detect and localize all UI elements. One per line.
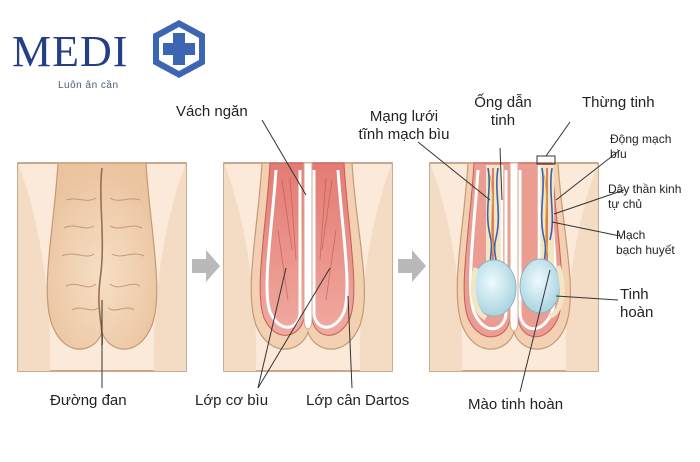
label-tinh-hoan-line1: Tinh [620,286,649,303]
label-thung-tinh: Thừng tinh [582,94,655,111]
label-tinh-hoan-line2: hoàn [620,304,654,321]
label-dong-mach-line1: Động mạch [610,132,672,146]
label-ong-dan-line2: tinh [490,112,516,129]
label-mao-tinh-hoan: Mào tinh hoàn [468,396,564,413]
label-lop-co-biu: Lớp cơ bìu [195,392,269,409]
label-mang-luoi-tinh-mach-biu: Mạng lưới tĩnh mạch bìu [348,108,460,144]
logo-wordmark: MEDI [12,27,129,76]
label-mach-line1: Mạch [616,228,646,242]
medical-cross-icon [153,20,205,78]
label-tinh-hoan: Tinh hoàn [620,286,653,322]
label-dong-mach-biu: Động mạch bìu [610,132,671,162]
arrow-right-icon [398,250,426,282]
arrow-right-icon [192,250,220,282]
leader-lines [101,119,625,393]
logo-tagline: Luôn ân cần [58,80,119,91]
panel-muscle-layer [223,162,393,372]
medi-logo: MEDI Luôn ân cần [12,14,212,94]
label-vach-ngan: Vách ngăn [176,103,248,120]
label-duong-dan: Đường đan [50,392,127,409]
label-mach-line2: bạch huyết [616,243,675,257]
label-ong-dan-tinh: Ống dẫn tinh [468,94,538,130]
label-mach-bach-huyet: Mạch bạch huyết [616,228,675,258]
label-lop-can-dartos: Lớp cân Dartos [306,392,410,409]
label-ong-dan-line1: Ống dẫn [474,94,532,111]
label-mang-luoi-line1: Mạng lưới [369,108,439,125]
label-day-than-kinh-line1: Dây thần kinh [608,182,682,196]
label-dong-mach-line2: bìu [610,147,627,161]
label-day-than-kinh-line2: tự chủ [608,197,643,211]
panel-internal-structures [429,162,599,372]
label-day-than-kinh-tu-chu: Dây thần kinh tự chủ [608,182,681,212]
label-mang-luoi-line2: tĩnh mạch bìu [358,126,450,143]
